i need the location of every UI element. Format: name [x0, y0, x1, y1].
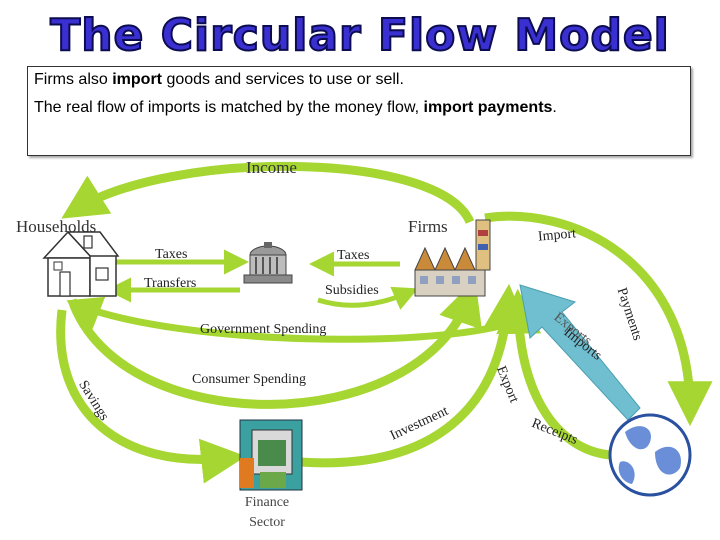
- imports-arrow: [519, 284, 641, 421]
- bank-icon: [239, 419, 303, 491]
- income-label: Income: [246, 158, 297, 177]
- import-payments-arrow: [484, 211, 713, 427]
- taxes-firms-label: Taxes: [337, 248, 370, 263]
- subsidies-label: Subsidies: [325, 283, 379, 298]
- import-label: Import: [537, 226, 577, 245]
- taxes-households-label: Taxes: [155, 247, 188, 262]
- info-box: Firms also import goods and services to …: [27, 66, 691, 156]
- globe-icon: [608, 413, 692, 497]
- savings-arrow: [56, 309, 247, 484]
- income-flow-arrow: [61, 161, 475, 225]
- investment-arrow: [299, 283, 529, 468]
- finance-sector-label: Finance Sector: [244, 495, 290, 530]
- government-spending-arrow: [66, 296, 522, 343]
- subsidies-arrow: [317, 286, 419, 310]
- firms-label: Firms: [408, 217, 448, 236]
- government-building-icon: [243, 242, 293, 284]
- consumer-spending-arrow: [67, 279, 482, 409]
- government-spending-label: Government Spending: [200, 322, 327, 337]
- house-icon: [42, 230, 120, 297]
- households-label: Households: [16, 217, 97, 236]
- info-line-1: Firms also import goods and services to …: [34, 71, 404, 88]
- export-receipts-arrow: [496, 288, 611, 460]
- page-title: The Circular Flow Model: [49, 9, 670, 62]
- info-line-2: The real flow of imports is matched by t…: [34, 99, 557, 116]
- factory-icon: [414, 219, 491, 297]
- consumer-spending-label: Consumer Spending: [192, 372, 306, 387]
- transfers-label: Transfers: [144, 276, 197, 291]
